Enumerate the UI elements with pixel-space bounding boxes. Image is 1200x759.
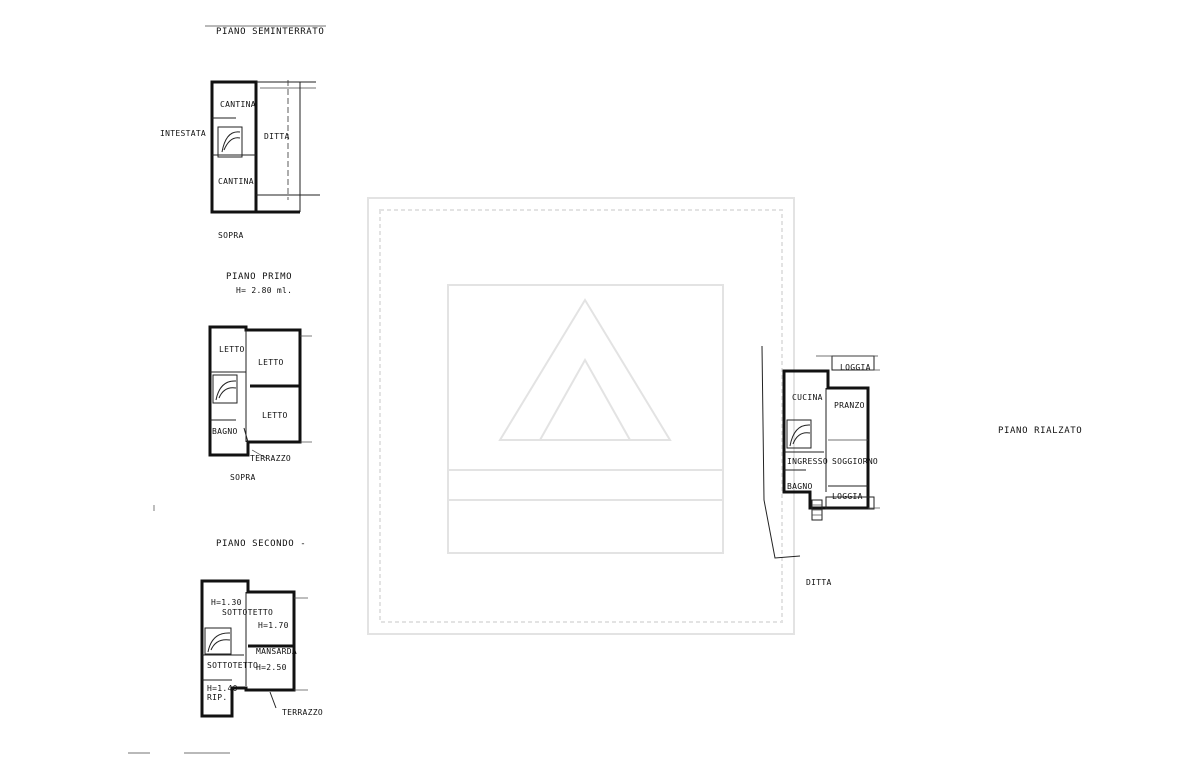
room-label: CUCINA — [792, 393, 823, 402]
room-label: LETTO — [258, 358, 284, 367]
plan-seminterrato: PIANO SEMINTERRATO CANTINA CANTINA DITTA… — [160, 25, 326, 240]
room-label: INGRESSO — [787, 457, 828, 466]
plan-title-primo: PIANO PRIMO — [226, 272, 292, 282]
plan-rialzato: PIANO RIALZATO LOGGIA CUCINA PRANZO INGR… — [761, 345, 1082, 587]
room-label: SOGGIORNO — [832, 457, 878, 466]
room-label: LOGGIA — [840, 363, 871, 372]
room-label: RIP. — [207, 693, 227, 702]
side-label: INTESTATA — [160, 129, 206, 138]
room-label: BAGNO — [212, 427, 238, 436]
height-label: H=1.30 — [211, 598, 242, 607]
height-label: H= 2.80 ml. — [236, 286, 292, 295]
neighbor-label: DITTA — [264, 132, 290, 141]
room-label: SOTTOTETTO — [222, 608, 273, 617]
room-label: CANTINA — [220, 100, 256, 109]
plan-title-seminterrato: PIANO SEMINTERRATO — [216, 27, 324, 37]
room-label: SOTTOTETTO — [207, 661, 258, 670]
below-label: SOPRA — [218, 231, 244, 240]
neighbor-label: DITTA — [806, 578, 832, 587]
plan-title-secondo: PIANO SECONDO - — [216, 539, 306, 549]
room-label: MANSARDA — [256, 647, 297, 656]
room-label: PRANZO — [834, 401, 865, 410]
room-label: TERRAZZO — [282, 708, 323, 717]
plan-secondo: PIANO SECONDO - H=1.30 SOTTOTETTO H=1.70… — [200, 539, 323, 718]
room-label: CANTINA — [218, 177, 254, 186]
watermark-stamp — [367, 197, 795, 635]
room-label: TERRAZZO — [250, 454, 291, 463]
room-label: BAGNO — [787, 482, 813, 491]
below-label: SOPRA — [230, 473, 256, 482]
height-label: H=1.70 — [258, 621, 289, 630]
height-label: H=1.40 — [207, 684, 238, 693]
room-label: LETTO — [219, 345, 245, 354]
room-label: LETTO — [262, 411, 288, 420]
height-label: H=2.50 — [256, 663, 287, 672]
plan-title-rialzato: PIANO RIALZATO — [998, 426, 1082, 436]
plan-primo: PIANO PRIMO H= 2.80 ml. LETTO LETTO LETT… — [208, 272, 312, 482]
room-label: LOGGIA — [832, 492, 863, 501]
